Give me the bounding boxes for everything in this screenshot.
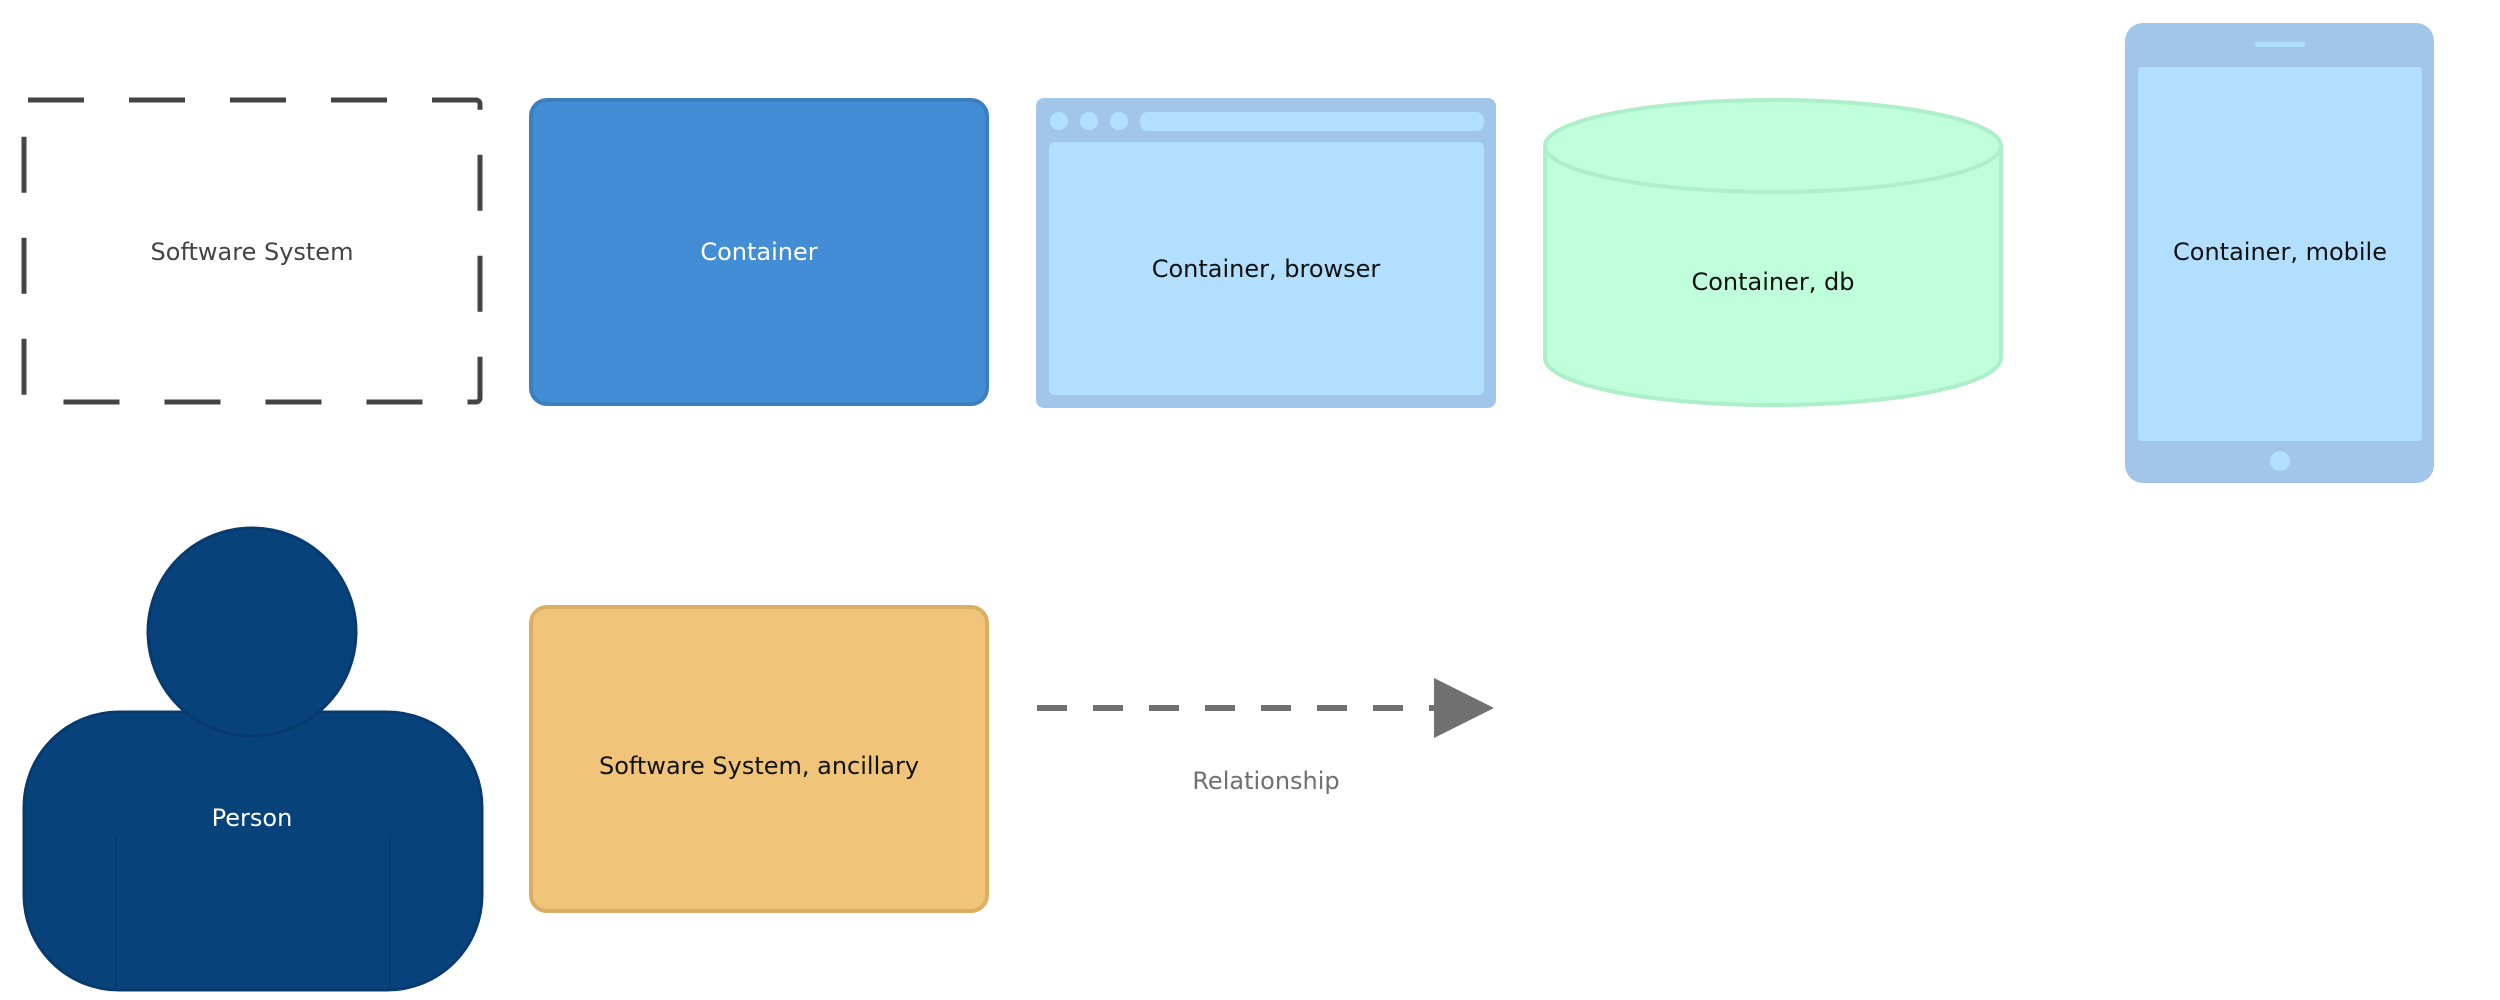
container-db-element[interactable]: Container, db bbox=[1543, 98, 2003, 407]
arrow-right-icon bbox=[1434, 678, 1494, 738]
software-system-ancillary-border bbox=[529, 605, 989, 913]
software-system-ancillary-label: Software System, ancillary bbox=[599, 752, 919, 780]
db-cylinder-top bbox=[1545, 100, 2001, 192]
container-mobile-label: Container, mobile bbox=[2173, 238, 2387, 266]
mobile-screen bbox=[2138, 67, 2422, 441]
browser-window-icon bbox=[1036, 98, 1496, 408]
person-label: Person bbox=[212, 804, 293, 832]
container-browser-label: Container, browser bbox=[1152, 255, 1381, 283]
container-label: Container bbox=[700, 238, 817, 266]
browser-dot-1 bbox=[1050, 112, 1068, 130]
mobile-device-icon bbox=[2125, 23, 2434, 483]
container-mobile-element[interactable]: Container, mobile bbox=[2125, 23, 2434, 483]
person-head bbox=[148, 528, 356, 736]
db-cylinder-body bbox=[1545, 146, 2001, 405]
db-cylinder-top-rim bbox=[1543, 98, 2003, 194]
software-system-label: Software System bbox=[151, 238, 354, 266]
person-icon bbox=[22, 526, 484, 992]
person-body bbox=[24, 712, 482, 990]
software-system-element[interactable]: Software System bbox=[21, 97, 483, 405]
person-head-border bbox=[146, 526, 358, 738]
container-box-border bbox=[529, 98, 989, 406]
person-element[interactable]: Person bbox=[22, 526, 484, 992]
software-system-box bbox=[21, 97, 483, 405]
relationship-element[interactable]: Relationship bbox=[1037, 678, 1494, 795]
mobile-speaker bbox=[2255, 42, 2305, 47]
container-browser-element[interactable]: Container, browser bbox=[1036, 98, 1496, 408]
browser-dot-3 bbox=[1110, 112, 1128, 130]
browser-address-bar bbox=[1140, 112, 1484, 131]
software-system-ancillary-element[interactable]: Software System, ancillary bbox=[529, 605, 989, 913]
database-cylinder-icon bbox=[1543, 98, 2003, 407]
browser-content-area bbox=[1049, 142, 1484, 395]
browser-dot-2 bbox=[1080, 112, 1098, 130]
software-system-ancillary-box bbox=[531, 607, 987, 911]
container-box bbox=[531, 100, 987, 404]
relationship-label: Relationship bbox=[1192, 767, 1339, 795]
container-db-label: Container, db bbox=[1691, 268, 1854, 296]
container-element[interactable]: Container bbox=[529, 98, 989, 406]
db-cylinder-outline bbox=[1543, 146, 2003, 407]
mobile-home-button bbox=[2270, 451, 2290, 471]
